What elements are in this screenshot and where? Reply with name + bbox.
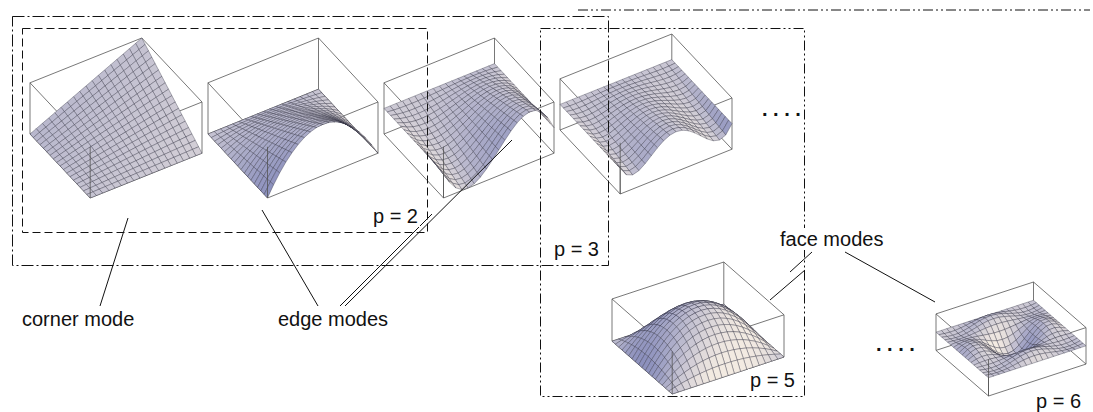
plot-box-edge bbox=[318, 38, 319, 89]
plot-box-edge bbox=[988, 360, 989, 396]
surface-patch bbox=[570, 114, 580, 119]
surface-patch bbox=[545, 115, 554, 128]
surface-patch bbox=[307, 127, 316, 132]
plot-box-edge bbox=[378, 102, 379, 153]
surface-patch bbox=[362, 136, 371, 145]
plot-box-edge bbox=[672, 315, 784, 352]
plot-box-edge bbox=[443, 147, 444, 198]
plot-box-edge bbox=[30, 83, 90, 147]
surface-patch bbox=[407, 133, 416, 140]
plot-box-edge bbox=[620, 143, 621, 194]
surface-patch bbox=[597, 144, 607, 151]
surface-patch bbox=[698, 132, 708, 139]
plot-box-edge bbox=[90, 102, 202, 147]
surface-plot bbox=[208, 38, 378, 198]
plot-box-edge bbox=[560, 130, 620, 194]
plot-box-edge bbox=[142, 89, 202, 153]
surface-patch bbox=[289, 143, 298, 152]
plot-box-edge bbox=[724, 304, 784, 357]
surface-plot bbox=[30, 38, 202, 198]
plot-box-edge bbox=[612, 299, 613, 341]
surface-patch bbox=[577, 122, 587, 126]
plot-box-edge bbox=[90, 147, 91, 198]
surface-patch bbox=[617, 165, 627, 175]
surface-patch bbox=[283, 151, 292, 162]
plot-box-edge bbox=[267, 147, 268, 198]
plot-box-edge bbox=[672, 352, 673, 394]
plot-box-edge bbox=[672, 85, 732, 149]
surface-patch bbox=[270, 170, 279, 184]
surface-patch bbox=[394, 119, 403, 123]
plot-box-edge bbox=[384, 83, 444, 147]
surface-patch bbox=[87, 192, 97, 198]
plot-box-edge bbox=[30, 83, 31, 134]
plot-box-edge bbox=[620, 98, 732, 143]
surface-patch bbox=[301, 131, 310, 138]
plot-box-edge bbox=[936, 314, 989, 360]
plot-box-edge bbox=[495, 38, 555, 102]
plot-box-edge bbox=[443, 147, 444, 198]
surface-patch bbox=[276, 160, 285, 173]
surface-patch bbox=[669, 387, 679, 394]
plot-box-edge bbox=[1034, 282, 1087, 328]
plot-box-edge bbox=[30, 89, 142, 134]
plot-box-edge bbox=[267, 147, 268, 198]
plot-box-edge bbox=[620, 149, 732, 194]
plot-box-edge bbox=[90, 147, 91, 198]
plot-box-edge bbox=[208, 38, 319, 83]
surface-plot bbox=[384, 38, 554, 198]
plot-box-edge bbox=[936, 350, 989, 396]
plot-box-edge bbox=[672, 34, 732, 98]
plot-box-edge bbox=[208, 83, 268, 147]
plot-box-edge bbox=[268, 102, 379, 147]
plot-box-edge bbox=[620, 143, 621, 194]
surface-patch bbox=[573, 118, 583, 122]
surface-plot bbox=[560, 34, 732, 194]
surface-patch bbox=[440, 169, 449, 182]
surface-patch bbox=[295, 137, 304, 145]
surface-patch bbox=[391, 114, 400, 119]
surface-patch bbox=[356, 130, 365, 138]
surface-patch bbox=[264, 182, 273, 198]
plot-box-edge bbox=[202, 102, 203, 153]
plot-box-edge bbox=[784, 315, 785, 357]
plot-box-edge bbox=[384, 89, 495, 134]
plot-box-edge bbox=[30, 134, 90, 198]
plot-box-edge bbox=[1034, 318, 1087, 364]
plot-box-edge bbox=[384, 134, 444, 198]
plot-box-edge bbox=[319, 89, 379, 153]
plot-box-edge bbox=[936, 282, 1034, 314]
surface-patch bbox=[410, 137, 419, 144]
plot-box-edge bbox=[560, 85, 672, 130]
surface-plots bbox=[30, 34, 1086, 396]
surface-plot bbox=[936, 282, 1086, 396]
surface-patch bbox=[541, 112, 550, 124]
plot-box-edge bbox=[142, 38, 202, 102]
plot-box-edge bbox=[444, 102, 555, 147]
plot-box-edge bbox=[672, 352, 673, 394]
plot-box-edge bbox=[724, 262, 784, 315]
plot-box-edge bbox=[208, 89, 319, 134]
surface-patch bbox=[691, 130, 701, 136]
plot-box-edge bbox=[612, 262, 724, 299]
plot-box-edge bbox=[612, 304, 724, 341]
surface-patch bbox=[369, 142, 378, 153]
plot-box-edge bbox=[30, 38, 142, 83]
plot-box-edge bbox=[319, 38, 379, 102]
plot-box-edge bbox=[495, 89, 555, 153]
plot-box-edge bbox=[560, 79, 620, 143]
surface-patch bbox=[593, 140, 603, 146]
surface-patch bbox=[433, 161, 442, 169]
plot-box-edge bbox=[208, 134, 268, 198]
plot-box-edge bbox=[208, 83, 209, 134]
plot-box-edge bbox=[384, 38, 495, 83]
plot-box-edge bbox=[560, 34, 672, 79]
plot-box-edge bbox=[723, 262, 724, 304]
surface-patch bbox=[350, 126, 359, 132]
